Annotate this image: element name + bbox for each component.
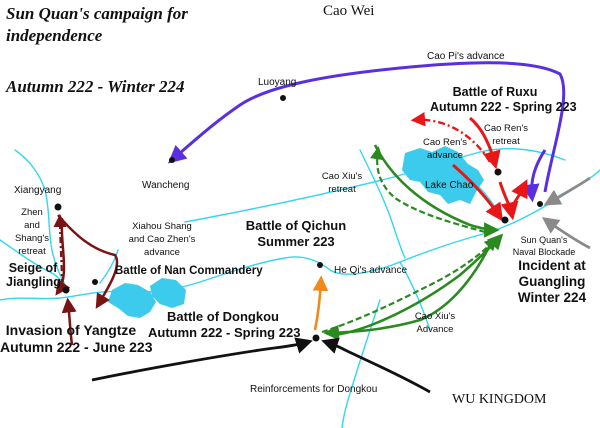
lakes	[108, 146, 484, 318]
battle-qichun: Battle of Qichun Summer 223	[245, 218, 347, 249]
label-cao-ren-advance: Cao Ren's advance	[422, 137, 468, 161]
place-lake-chao: Lake Chao	[425, 180, 474, 191]
west-branch	[99, 249, 119, 284]
battle-yangtze-invasion: Invasion of Yangtze Autumn 222 - June 22…	[0, 322, 153, 355]
cao-ren-east-advance	[498, 181, 519, 221]
map-title-line2: independence	[6, 26, 103, 45]
cao-xiu-retreat-route	[321, 237, 498, 334]
dongkou-dot	[312, 334, 320, 342]
battle-ruxu: Battle of Ruxu Autumn 222 - Spring 223	[430, 85, 577, 114]
xiahou-cao-zhen-advance-a	[57, 214, 119, 309]
yangtze-invasion-arrow	[61, 297, 77, 346]
region-cao-wei: Cao Wei	[323, 3, 375, 19]
label-cao-pi-advance: Cao Pi's advance	[427, 51, 505, 62]
reinforcements-route-south	[321, 337, 431, 394]
label-he-qi-advance: He Qi's advance	[334, 265, 408, 276]
he-qi-advance-route	[312, 275, 329, 331]
jiangling-dot	[62, 286, 70, 294]
guangling-arrow-upper	[543, 176, 591, 206]
label-reinforcements: Reinforcements for Dongkou	[250, 384, 378, 395]
place-xiangyang: Xiangyang	[14, 185, 62, 196]
location-markers	[54, 95, 543, 342]
cao-pi-advance-east	[521, 149, 547, 203]
battle-jiangling: Seige of Jiangling	[6, 261, 61, 289]
xiangyang-dot	[54, 203, 62, 211]
zhen-shang-retreat-route	[53, 214, 67, 286]
label-cao-ren-retreat: Cao Ren's retreat	[483, 123, 529, 147]
cao-xiu-retreat-north	[370, 146, 486, 234]
naval-blockade-dot	[537, 201, 543, 207]
ruxu-mouth-dot	[501, 216, 509, 224]
ruxu-dot	[494, 168, 502, 176]
place-luoyang: Luoyang	[258, 77, 297, 88]
label-xiahou-cao-zhen-advance: Xiahou Shang and Cao Zhen's advance	[128, 221, 196, 258]
wu-green-advance-north	[373, 144, 500, 238]
label-naval-blockade: Sun Quan's Naval Blockade	[512, 235, 576, 257]
map-title-line1: Sun Quan's campaign for	[6, 4, 188, 23]
wu-green-advance-center	[334, 233, 504, 337]
battle-guangling: Incident at Guangling Winter 224	[517, 258, 587, 305]
reinforcements-route	[91, 337, 313, 382]
map-title-period: Autumn 222 - Winter 224	[6, 77, 185, 96]
place-wancheng: Wancheng	[142, 180, 190, 191]
cao-ren-west-advance	[469, 116, 501, 170]
nan-commandery-dot	[92, 279, 98, 285]
cao-ren-east-retreat	[510, 179, 528, 207]
label-zhen-shang-retreat: Zhen and Shang's retreat	[14, 207, 50, 257]
qichun-dot	[317, 262, 323, 268]
lake-chao-shape	[402, 146, 484, 204]
han-river	[14, 149, 69, 291]
lake-west-b	[150, 278, 186, 308]
label-cao-xiu-retreat: Cao Xiu's retreat	[321, 171, 363, 195]
lake-west-a	[108, 283, 156, 318]
cao-ren-advance-route	[452, 163, 504, 222]
luoyang-dot	[280, 95, 286, 101]
battle-dongkou: Battle of Dongkou Autumn 222 - Spring 22…	[148, 309, 301, 340]
label-cao-xiu-advance: Cao Xiu's Advance	[414, 311, 456, 335]
battle-nan-commandery: Battle of Nan Commandery	[115, 265, 263, 277]
guangling-arrow-lower	[541, 217, 591, 250]
region-wu-kingdom: WU KINGDOM	[452, 392, 547, 407]
cao-pi-advance-route	[167, 61, 566, 193]
wancheng-dot	[169, 157, 175, 163]
huai-river	[184, 148, 566, 223]
central-river	[359, 149, 406, 259]
